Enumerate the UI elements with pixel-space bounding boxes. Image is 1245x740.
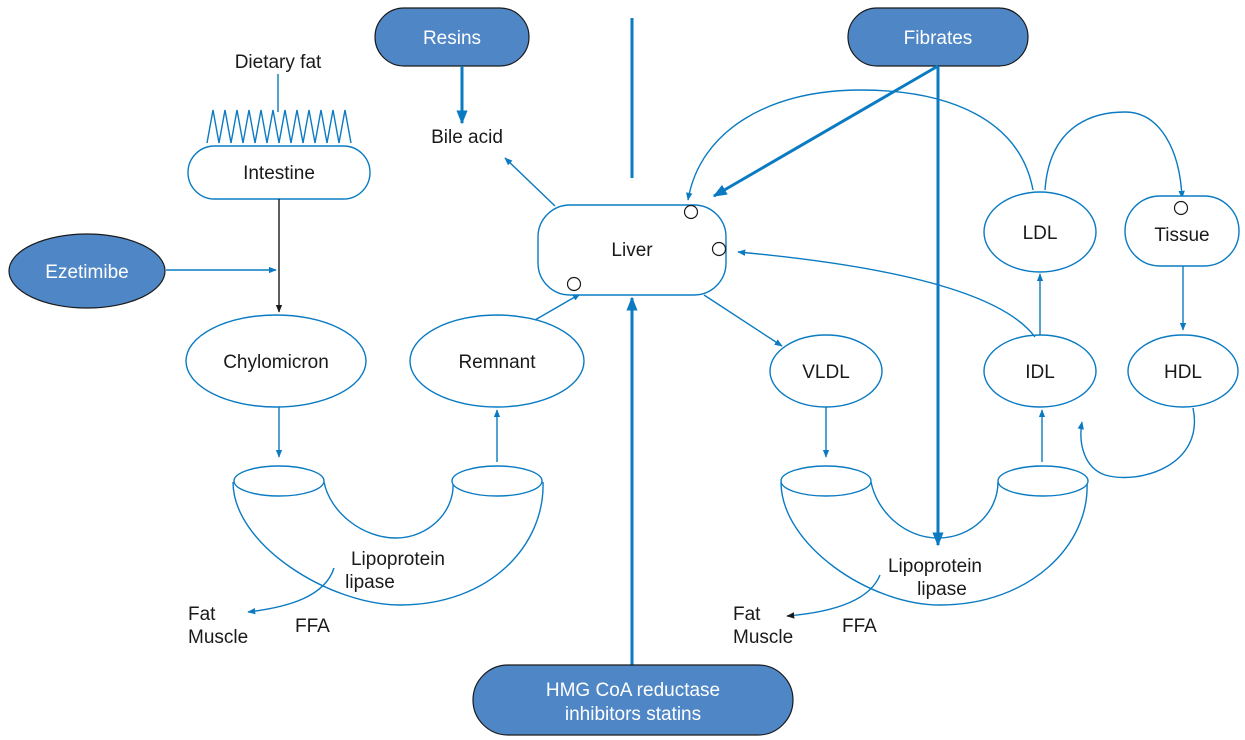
muscle-left-label: Muscle: [188, 627, 248, 648]
idl-label: IDL: [1025, 362, 1055, 383]
chylomicron-node: [185, 314, 367, 408]
statins-label-1: HMG CoA reductase: [546, 680, 720, 701]
lpl-left-opening-1: [233, 465, 325, 497]
fibrates-label: Fibrates: [904, 28, 973, 49]
hdl-to-lpl-arrow: [1077, 407, 1196, 479]
ffa-left-arrow: [247, 567, 335, 615]
liver-to-vldl-arrow: [703, 294, 783, 347]
remnant-node: [409, 314, 585, 408]
lpl-left-label-1: Lipoprotein: [351, 549, 445, 570]
bile-acid-label: Bile acid: [431, 127, 503, 148]
fat-right-label: Fat: [733, 604, 761, 625]
ffa-left-label: FFA: [295, 616, 330, 637]
resins-label: Resins: [423, 28, 481, 49]
lpl-right-opening-1: [780, 465, 872, 497]
chylomicron-label: Chylomicron: [223, 352, 329, 373]
intestine-label: Intestine: [243, 163, 315, 184]
ffa-right-arrow: [786, 574, 881, 619]
vldl-label: VLDL: [802, 362, 850, 383]
fibrates-to-liver-arrow: [712, 64, 939, 198]
tissue-label: Tissue: [1154, 225, 1209, 246]
lpl-left-label-2: lipase: [345, 572, 395, 593]
ffa-right-label: FFA: [842, 616, 877, 637]
ezetimibe-drug: [8, 233, 166, 309]
muscle-right-label: Muscle: [733, 627, 793, 648]
remnant-label: Remnant: [458, 352, 536, 373]
statins-label-2: inhibitors statins: [565, 704, 701, 725]
ezetimibe-label: Ezetimibe: [45, 262, 128, 283]
tissue-receptor: [1173, 200, 1189, 216]
hdl-label: HDL: [1164, 362, 1202, 383]
remnant-to-liver-arrow: [534, 293, 581, 321]
ldl-to-liver-arrow: [686, 89, 1034, 201]
ldl-node: [983, 191, 1097, 273]
fat-left-label: Fat: [188, 604, 216, 625]
lpl-right-label-1: Lipoprotein: [888, 556, 982, 577]
idl-to-liver-arrow: [737, 249, 1036, 338]
lpl-left-vessel: [232, 481, 544, 606]
hdl-node: [1127, 334, 1239, 408]
lpl-left-inner: [323, 481, 454, 539]
ldl-to-tissue-arrow: [1044, 111, 1185, 199]
lpl-right-opening-2: [997, 465, 1089, 497]
dietary-fat-label: Dietary fat: [235, 52, 322, 73]
lpl-left-opening-2: [451, 465, 543, 497]
tissue-node: [1124, 195, 1240, 267]
liver-receptor-top: [683, 204, 699, 220]
liver-label: Liver: [611, 240, 653, 261]
resins-drug: [374, 7, 530, 67]
ldl-label: LDL: [1023, 223, 1058, 244]
lpl-right-vessel: [780, 481, 1088, 606]
liver-to-bile-arrow: [504, 157, 556, 207]
liver-receptor-right: [711, 241, 727, 257]
statins-drug: [472, 664, 794, 736]
lpl-right-label-2: lipase: [917, 579, 967, 600]
lpl-right-inner: [870, 481, 999, 539]
intestine-villi: [206, 109, 352, 144]
liver-receptor-bottom: [566, 276, 582, 292]
